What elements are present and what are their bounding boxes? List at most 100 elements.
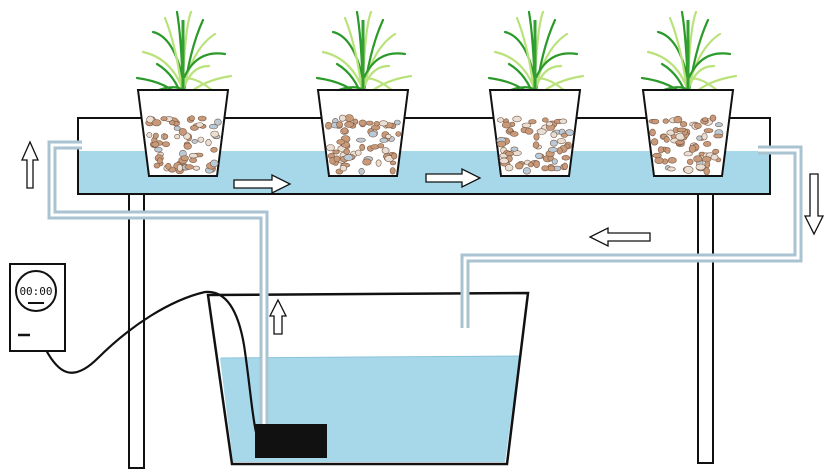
pebble: [180, 155, 189, 161]
pebble: [365, 120, 374, 126]
pebble: [532, 141, 540, 149]
pebble: [344, 121, 354, 128]
pebble: [565, 129, 574, 136]
pebble: [154, 146, 163, 153]
pebble: [336, 121, 343, 128]
pebble: [683, 165, 694, 174]
arrow-right-icon: [233, 173, 292, 195]
pebble: [696, 135, 703, 141]
pebble: [368, 130, 378, 138]
pebble: [499, 157, 509, 165]
pebble: [192, 165, 200, 171]
pebble: [657, 146, 664, 154]
pebble: [702, 117, 709, 122]
pebble: [358, 119, 367, 127]
pebble: [174, 134, 181, 140]
pebble: [514, 162, 524, 170]
pebble: [524, 128, 534, 135]
pebble: [496, 117, 505, 123]
pebble: [551, 158, 558, 165]
pebble: [326, 144, 335, 152]
pebble: [332, 149, 340, 155]
pebble: [381, 147, 390, 154]
pebble: [556, 138, 566, 144]
pebble: [527, 162, 534, 168]
pump-assembly: [45, 290, 327, 458]
pebble: [561, 155, 570, 161]
pebble: [214, 118, 222, 126]
plant-leaf: [361, 52, 407, 82]
pebble: [701, 132, 708, 141]
pebble: [703, 128, 714, 133]
pebble: [375, 159, 382, 167]
pebble: [509, 131, 519, 137]
pebble: [533, 160, 540, 168]
arrow-up-icon: [20, 140, 40, 189]
pebble: [651, 118, 660, 125]
pebble: [541, 117, 549, 123]
clay-media: [648, 114, 724, 176]
pebble: [507, 127, 513, 133]
clay-media: [496, 115, 574, 175]
pump-icon: [255, 424, 327, 458]
pebble: [157, 157, 163, 164]
pebble: [389, 167, 396, 175]
power-cable: [45, 290, 258, 433]
pebble: [162, 141, 170, 147]
pebble: [521, 122, 532, 128]
arrow-up-icon: [268, 298, 288, 335]
table-leg-left: [128, 193, 145, 469]
clay-media: [145, 115, 222, 174]
pebble: [505, 151, 514, 157]
pebble: [535, 152, 543, 159]
pebble: [359, 143, 366, 151]
pebble: [693, 155, 703, 163]
pebble: [393, 119, 401, 126]
pebble: [710, 154, 719, 161]
pebble: [178, 128, 187, 136]
pebble: [373, 121, 380, 127]
pebble: [501, 121, 511, 129]
pebble: [703, 140, 712, 147]
pebble: [686, 158, 694, 165]
pebble: [694, 122, 702, 129]
pebble: [541, 165, 550, 172]
pebble: [512, 115, 522, 123]
pebble: [197, 136, 205, 143]
flow-arrows: [20, 140, 825, 335]
pebble: [379, 137, 389, 143]
pebble: [703, 167, 710, 176]
pebble: [504, 164, 514, 172]
pebble: [209, 123, 218, 130]
arrow-left-icon: [588, 226, 651, 248]
pebble: [191, 139, 198, 144]
pebble: [650, 138, 659, 146]
reservoir-waterline: [220, 355, 520, 359]
pebble: [355, 149, 362, 156]
plant-pots: [135, 10, 738, 177]
pebble: [667, 166, 676, 172]
pebble: [709, 114, 717, 122]
pebble: [675, 140, 686, 145]
pebble: [510, 146, 519, 152]
plant-leaf: [181, 52, 227, 82]
pebble: [162, 133, 169, 140]
arrow-right-icon: [425, 167, 482, 189]
pebble: [560, 132, 568, 138]
reservoir-outline: [206, 291, 530, 466]
pebble: [153, 162, 161, 169]
pebble: [545, 121, 553, 127]
pebble: [713, 133, 724, 139]
plant-pot: [640, 10, 738, 177]
pebble: [683, 151, 693, 157]
pebble: [673, 115, 683, 124]
pebble: [679, 121, 688, 128]
pebble: [356, 137, 366, 143]
pebble: [712, 148, 720, 155]
pebble: [339, 165, 348, 172]
pebble: [654, 157, 664, 165]
plant-pot: [315, 10, 413, 177]
pebble: [378, 120, 389, 127]
pebble: [549, 139, 558, 147]
